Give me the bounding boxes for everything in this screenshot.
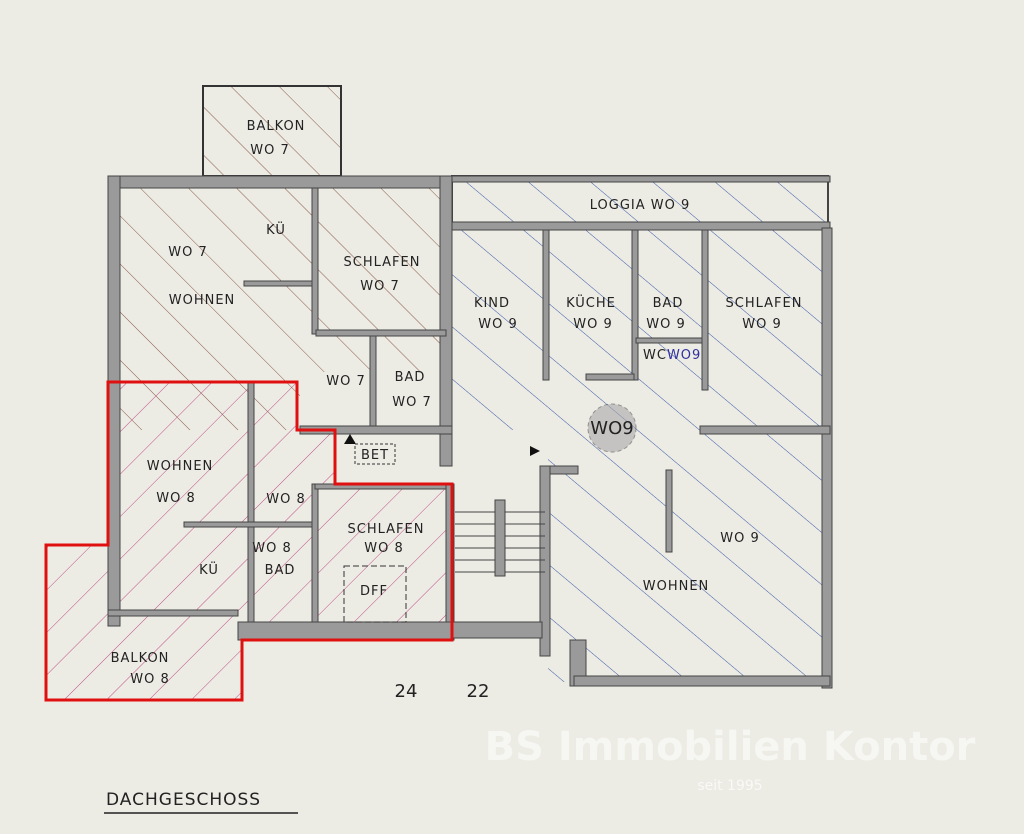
wo9-kueche-label: KÜCHE: [566, 294, 616, 311]
wo8-bad-label: BAD: [265, 563, 296, 578]
wo9-kind-unit: WO 9: [478, 317, 518, 332]
wo9-stamp-label: WO9: [590, 418, 633, 439]
watermark-since: seit 1995: [697, 778, 762, 794]
wo9-stamp: [587, 403, 637, 453]
wo9-bad-unit: WO 9: [646, 317, 686, 332]
wo7-bad-label: BAD: [395, 370, 426, 385]
wo9-bad-label: BAD: [653, 296, 684, 311]
wo7-balkon-unit: WO 7: [250, 143, 290, 158]
house-number-24: 24: [395, 681, 418, 702]
wo9-wohnen-label: WOHNEN: [643, 579, 710, 594]
wo8-bad-unit: WO 8: [252, 541, 292, 556]
wo8-balkon-label: BALKON: [111, 651, 170, 666]
dff-box: [343, 565, 407, 623]
wo8-flur-unit: WO 8: [266, 492, 306, 507]
wo7-wohnen-unit: WO 7: [168, 245, 208, 260]
wo7-bad-unit: WO 7: [392, 395, 432, 410]
stair-label-box: [354, 443, 396, 465]
floor-title: DACHGESCHOSS: [106, 790, 261, 810]
arrow-up-icon: [344, 434, 356, 444]
walls: [107, 175, 833, 689]
wo8-dff-label: DFF: [360, 584, 388, 599]
wo7-area: [108, 85, 450, 430]
wo8-balkon-unit: WO 8: [130, 672, 170, 687]
watermark-text: BS Immobilien Kontor: [485, 724, 976, 770]
wo7-wohnen-label: WOHNEN: [169, 293, 236, 308]
wo8-kueche-label: KÜ: [199, 561, 219, 578]
staircase: [455, 499, 545, 577]
wo8-schlafen-label: SCHLAFEN: [348, 522, 425, 537]
wo8-highlight-outline: [44, 380, 454, 702]
wo9-kueche-unit: WO 9: [573, 317, 613, 332]
wo8-schlafen-unit: WO 8: [364, 541, 404, 556]
wo9-loggia-label: LOGGIA WO 9: [590, 198, 691, 213]
stair-label: BET: [361, 448, 389, 463]
wo8-wohnen-unit: WO 8: [156, 491, 196, 506]
wo7-schlafen-unit: WO 7: [360, 279, 400, 294]
wo9-wohnen-unit: WO 9: [720, 531, 760, 546]
wo7-schlafen-label: SCHLAFEN: [344, 255, 421, 270]
wo7-flur-unit: WO 7: [326, 374, 366, 389]
wo9-area: [451, 175, 830, 682]
arrow-right-icon: [530, 446, 540, 456]
wo7-balkon-label: BALKON: [247, 119, 306, 134]
wo9-schlafen-label: SCHLAFEN: [726, 296, 803, 311]
wo7-kueche-label: KÜ: [266, 221, 286, 238]
wo9-wc-label: WCWO9: [643, 348, 701, 363]
wo9-schlafen-unit: WO 9: [742, 317, 782, 332]
house-number-22: 22: [467, 681, 490, 702]
wo8-wohnen-label: WOHNEN: [147, 459, 214, 474]
wo9-kind-label: KIND: [474, 296, 510, 311]
